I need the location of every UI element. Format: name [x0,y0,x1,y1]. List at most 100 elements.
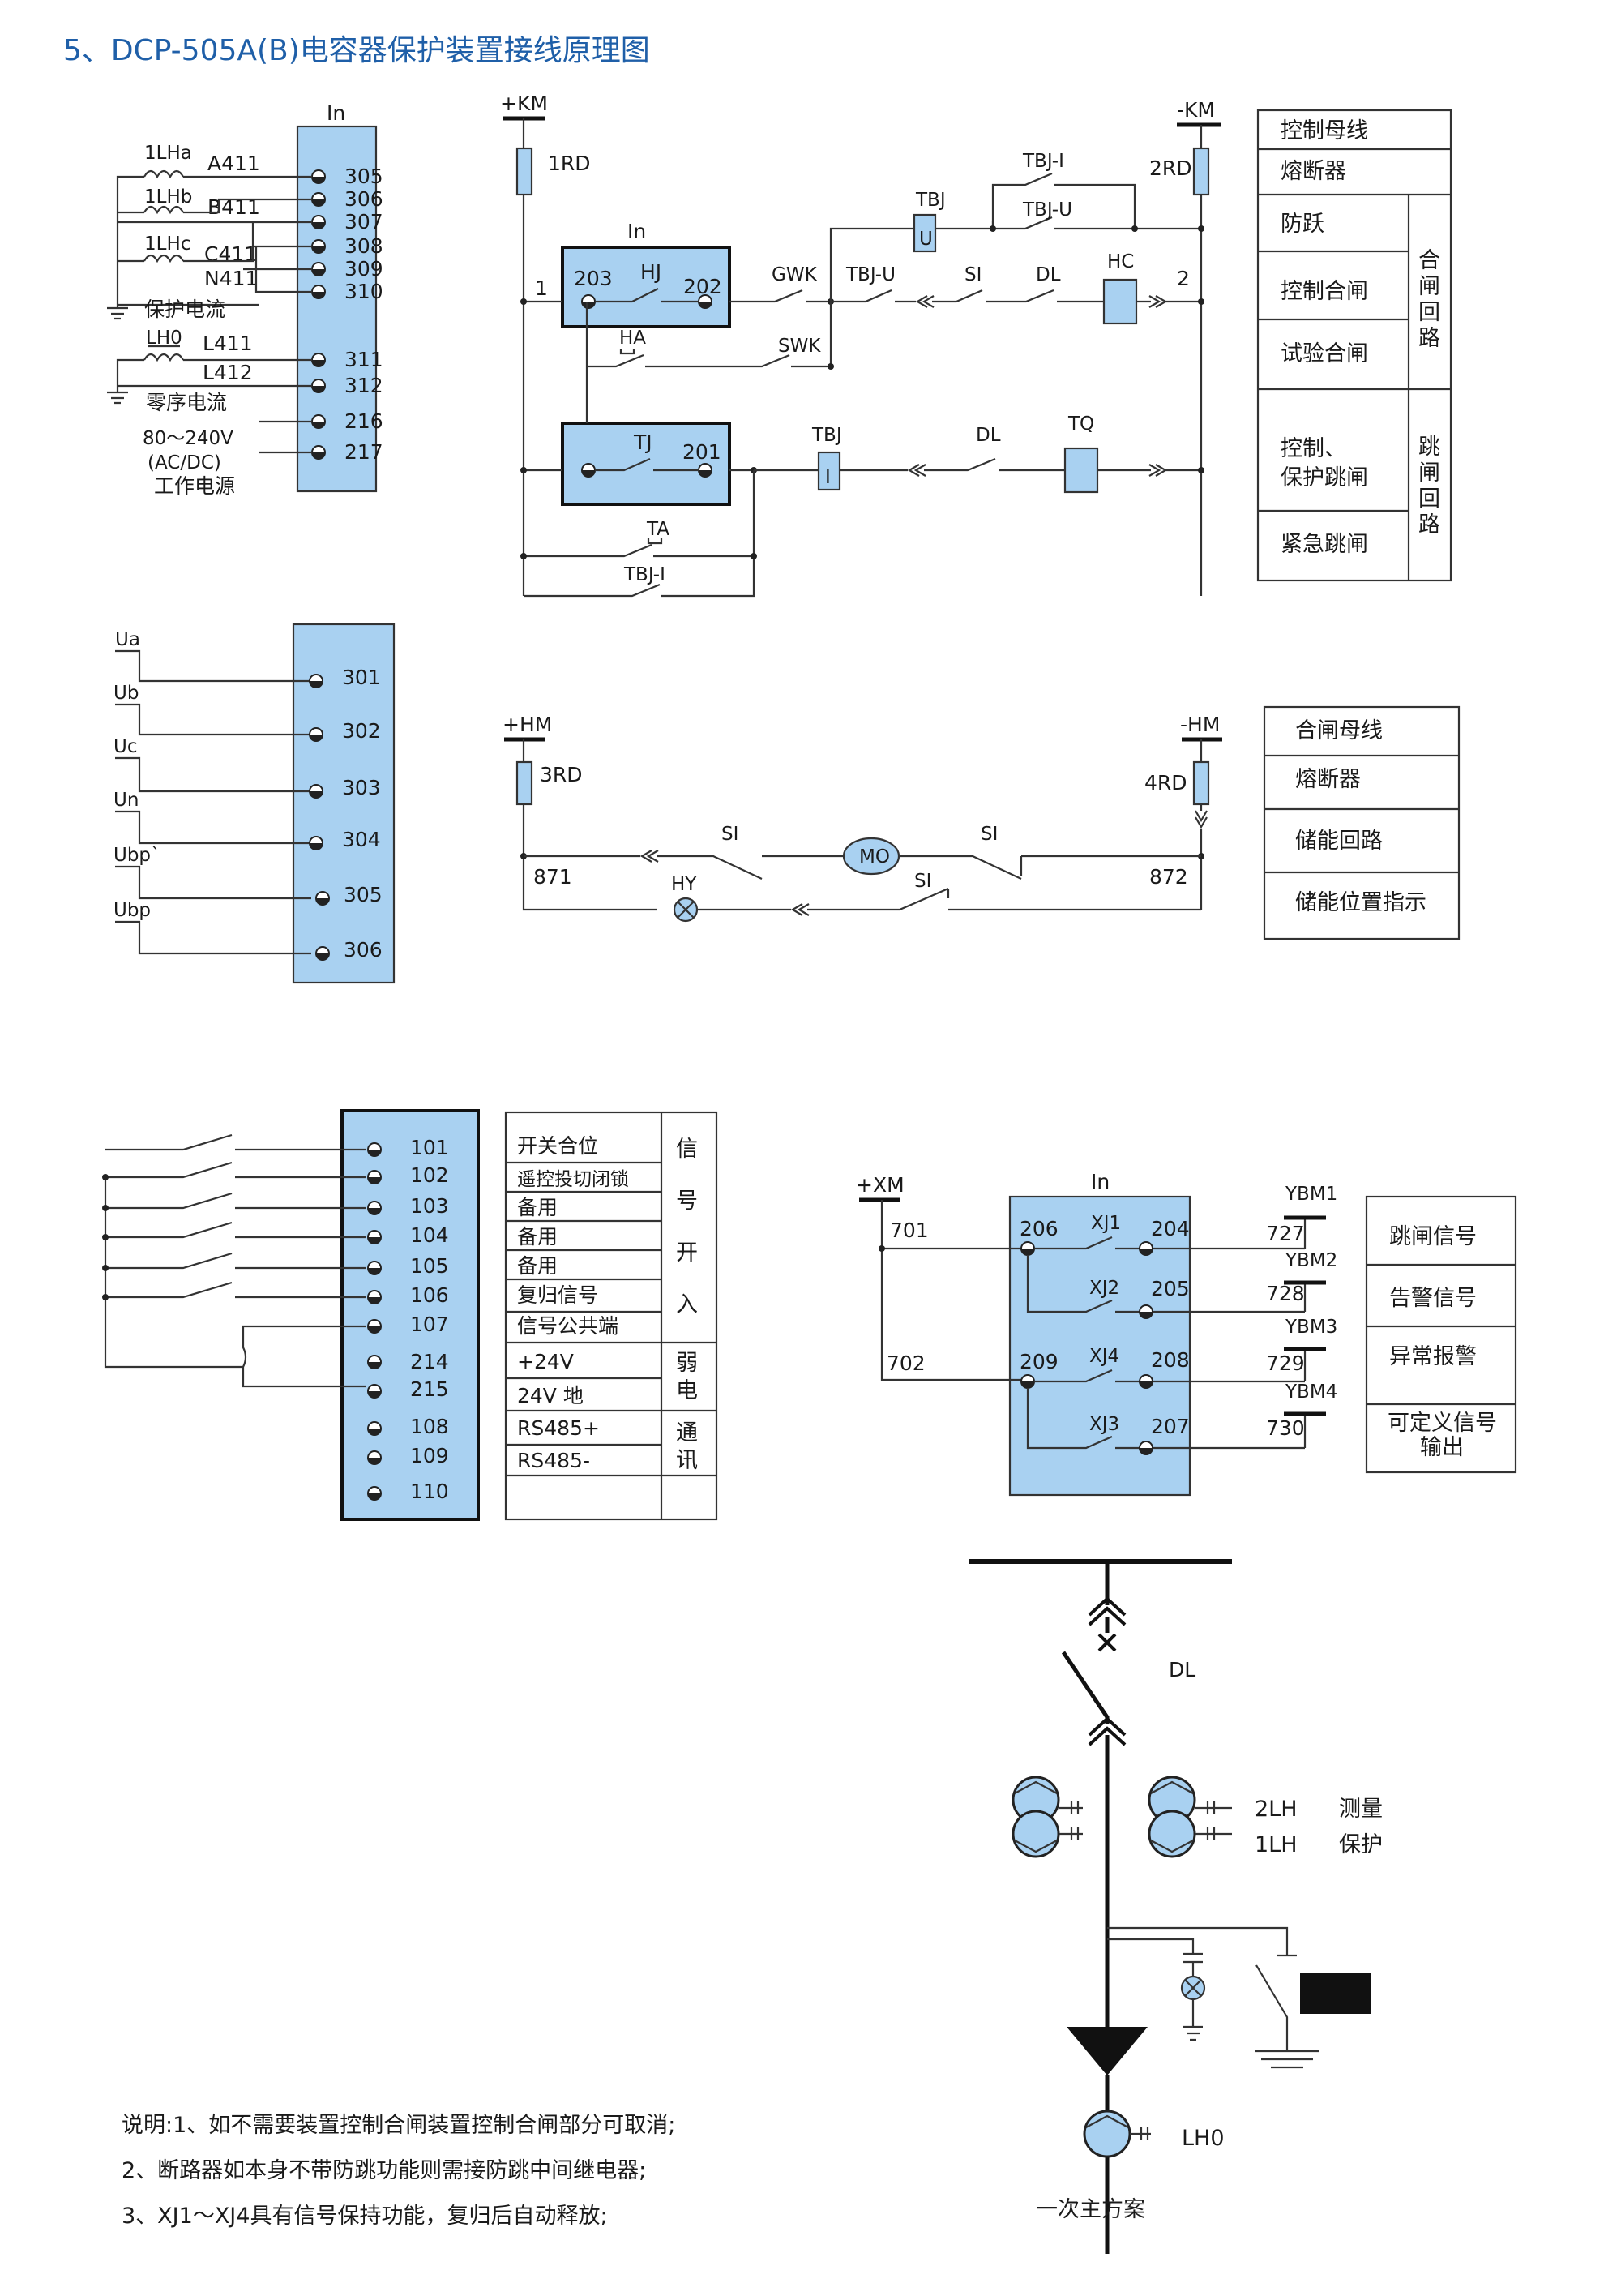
ct-right-icon [1148,1776,1232,1858]
diagram-label: 电 [676,1378,698,1403]
diagram-label: 备用 [517,1225,558,1249]
diagram-label: SI [914,871,931,892]
diagram-label: DL [1169,1658,1195,1681]
diagram-label: 开关合位 [517,1134,598,1158]
diagram-label: 107 [410,1313,449,1336]
ct-lh0-icon [1083,2110,1131,2158]
diagram-label: 108 [410,1415,449,1438]
diagram-label: 309 [344,257,383,281]
diagram-label: N411 [204,267,258,290]
diagram-label: 109 [410,1444,449,1467]
diagram-label: 控制、 [1281,436,1346,461]
diagram-label: 信号公共端 [517,1314,618,1338]
notes: 说明:1、如不需要装置控制合闸装置控制合闸部分可取消; 2、断路器如本身不带防跳… [122,2113,675,2229]
diagram-label: 303 [342,776,381,799]
note-2: 2、断路器如本身不带防跳功能则需接防跳中间继电器; [122,2158,646,2183]
primary-scheme: DL 2LH 1LH 测量 保护 [969,1559,1383,2254]
terminal-310: 310 [311,280,383,303]
diagram-label: 872 [1149,865,1188,889]
diagram-label: -KM [1177,98,1215,122]
diagram-label: 302 [342,719,381,743]
diagram-label: RS485+ [517,1416,600,1440]
diagram-label: 跳 [1418,435,1440,460]
current-terminal-panel: In 305 306 307 308 309 310 311 312 216 2… [107,101,383,498]
diagram-label: Ub [113,683,139,704]
diagram-label: (AC/DC) [148,452,221,473]
diagram-label: 跳闸信号 [1389,1224,1477,1249]
diagram-label: 201 [682,440,721,464]
diagram-label: 80～240V [143,428,233,449]
terminal-305: 305 [311,165,383,188]
diagram-label: 2LH [1255,1797,1298,1822]
diagram-label: RS485- [517,1449,590,1472]
panel-header: In [327,101,345,125]
diagram-label: HY [671,874,697,895]
diagram-label: 2RD [1149,156,1192,180]
diagram-label: 209 [1020,1350,1059,1373]
diagram-label: 307 [344,210,383,233]
diagram-label: 205 [1151,1277,1190,1300]
diagram-label: +XM [856,1173,905,1197]
diagram-label: HA [619,328,646,349]
diagram-label: SI [964,264,982,285]
terminal-307: 307 [311,210,383,233]
diagram-label: 回 [1418,300,1440,325]
diagram-label: 304 [342,828,381,851]
voltage-terminal-panel: In Ua Ub Uc Un Ubp` Ubp 301 302 303 304 … [113,623,396,984]
diagram-label: 306 [344,187,383,211]
fuse-4rd [1192,760,1210,806]
diagram-label: 紧急跳闸 [1281,532,1368,557]
diagram-label: 102 [410,1163,449,1187]
io-inputs-wiring [102,1133,366,1388]
diagram-label: 控制合闸 [1281,279,1368,304]
coil-hc [1102,278,1138,325]
diagram-label: 207 [1151,1415,1190,1438]
tbj-i-coil [817,451,841,491]
io-terminal-panel: In 101 102 103 104 105 106 107 214 215 1… [102,1109,480,1521]
diagram-label: 1LH [1255,1832,1298,1857]
diagram-label: 异常报警 [1389,1344,1477,1369]
ct-coils-icon [143,169,184,362]
fuse-2rd [1192,147,1210,196]
diagram-label: 312 [344,374,383,397]
diagram-label: 备用 [517,1196,558,1219]
diagram-label: 308 [344,234,383,258]
diagram-label: YBM4 [1285,1381,1337,1403]
diagram-label: 206 [1020,1217,1059,1240]
diagram-label: SI [981,824,998,845]
signal-legend: 跳闸信号 告警信号 异常报警 可定义信号 输出 [1365,1195,1517,1474]
diagram-label: SI [721,824,738,845]
diagram-label: 729 [1266,1351,1305,1375]
diagram-label: 合闸母线 [1295,718,1383,743]
diagram-label: Ubp` [113,845,160,866]
diagram-label: XJ4 [1089,1346,1119,1367]
diagram-label: 弱 [676,1351,698,1376]
terminal-308: 308 [311,234,383,258]
diagram-label: -HM [1180,713,1220,736]
diagram-label: Ua [115,629,140,650]
diagram-label: 101 [410,1136,449,1159]
diagram-label: 1 [535,276,548,300]
diagram-label: 103 [410,1194,449,1218]
capacitor-bank-icon [1067,2027,1148,2075]
diagram-label: 熔断器 [1295,767,1361,792]
diagram-label: 310 [344,280,383,303]
control-legend: 控制母线 熔断器 防跃 控制合闸 试验合闸 控制、 保护跳闸 紧急跳闸 合 闸 … [1256,109,1452,582]
diagram-label: 信 [676,1137,698,1162]
diagram-label: 保护 [1339,1832,1383,1857]
diagram-label: 1LHb [144,186,192,208]
diagram-label: 203 [574,267,613,290]
terminal-311: 311 [311,348,383,371]
diagram-label: 214 [410,1350,449,1373]
diagram-label: 遥控投切闭锁 [517,1169,629,1190]
diagram-label: 一次主方案 [1036,2197,1145,2222]
diagram-label: 输出 [1420,1435,1464,1460]
diagram-label: TA [646,519,669,540]
diagram-label: 305 [344,883,383,906]
diagram-label: HC [1107,251,1134,272]
diagram-label: 106 [410,1283,449,1307]
diagram-label: +KM [500,92,548,115]
diagram-label: DL [1036,264,1061,285]
